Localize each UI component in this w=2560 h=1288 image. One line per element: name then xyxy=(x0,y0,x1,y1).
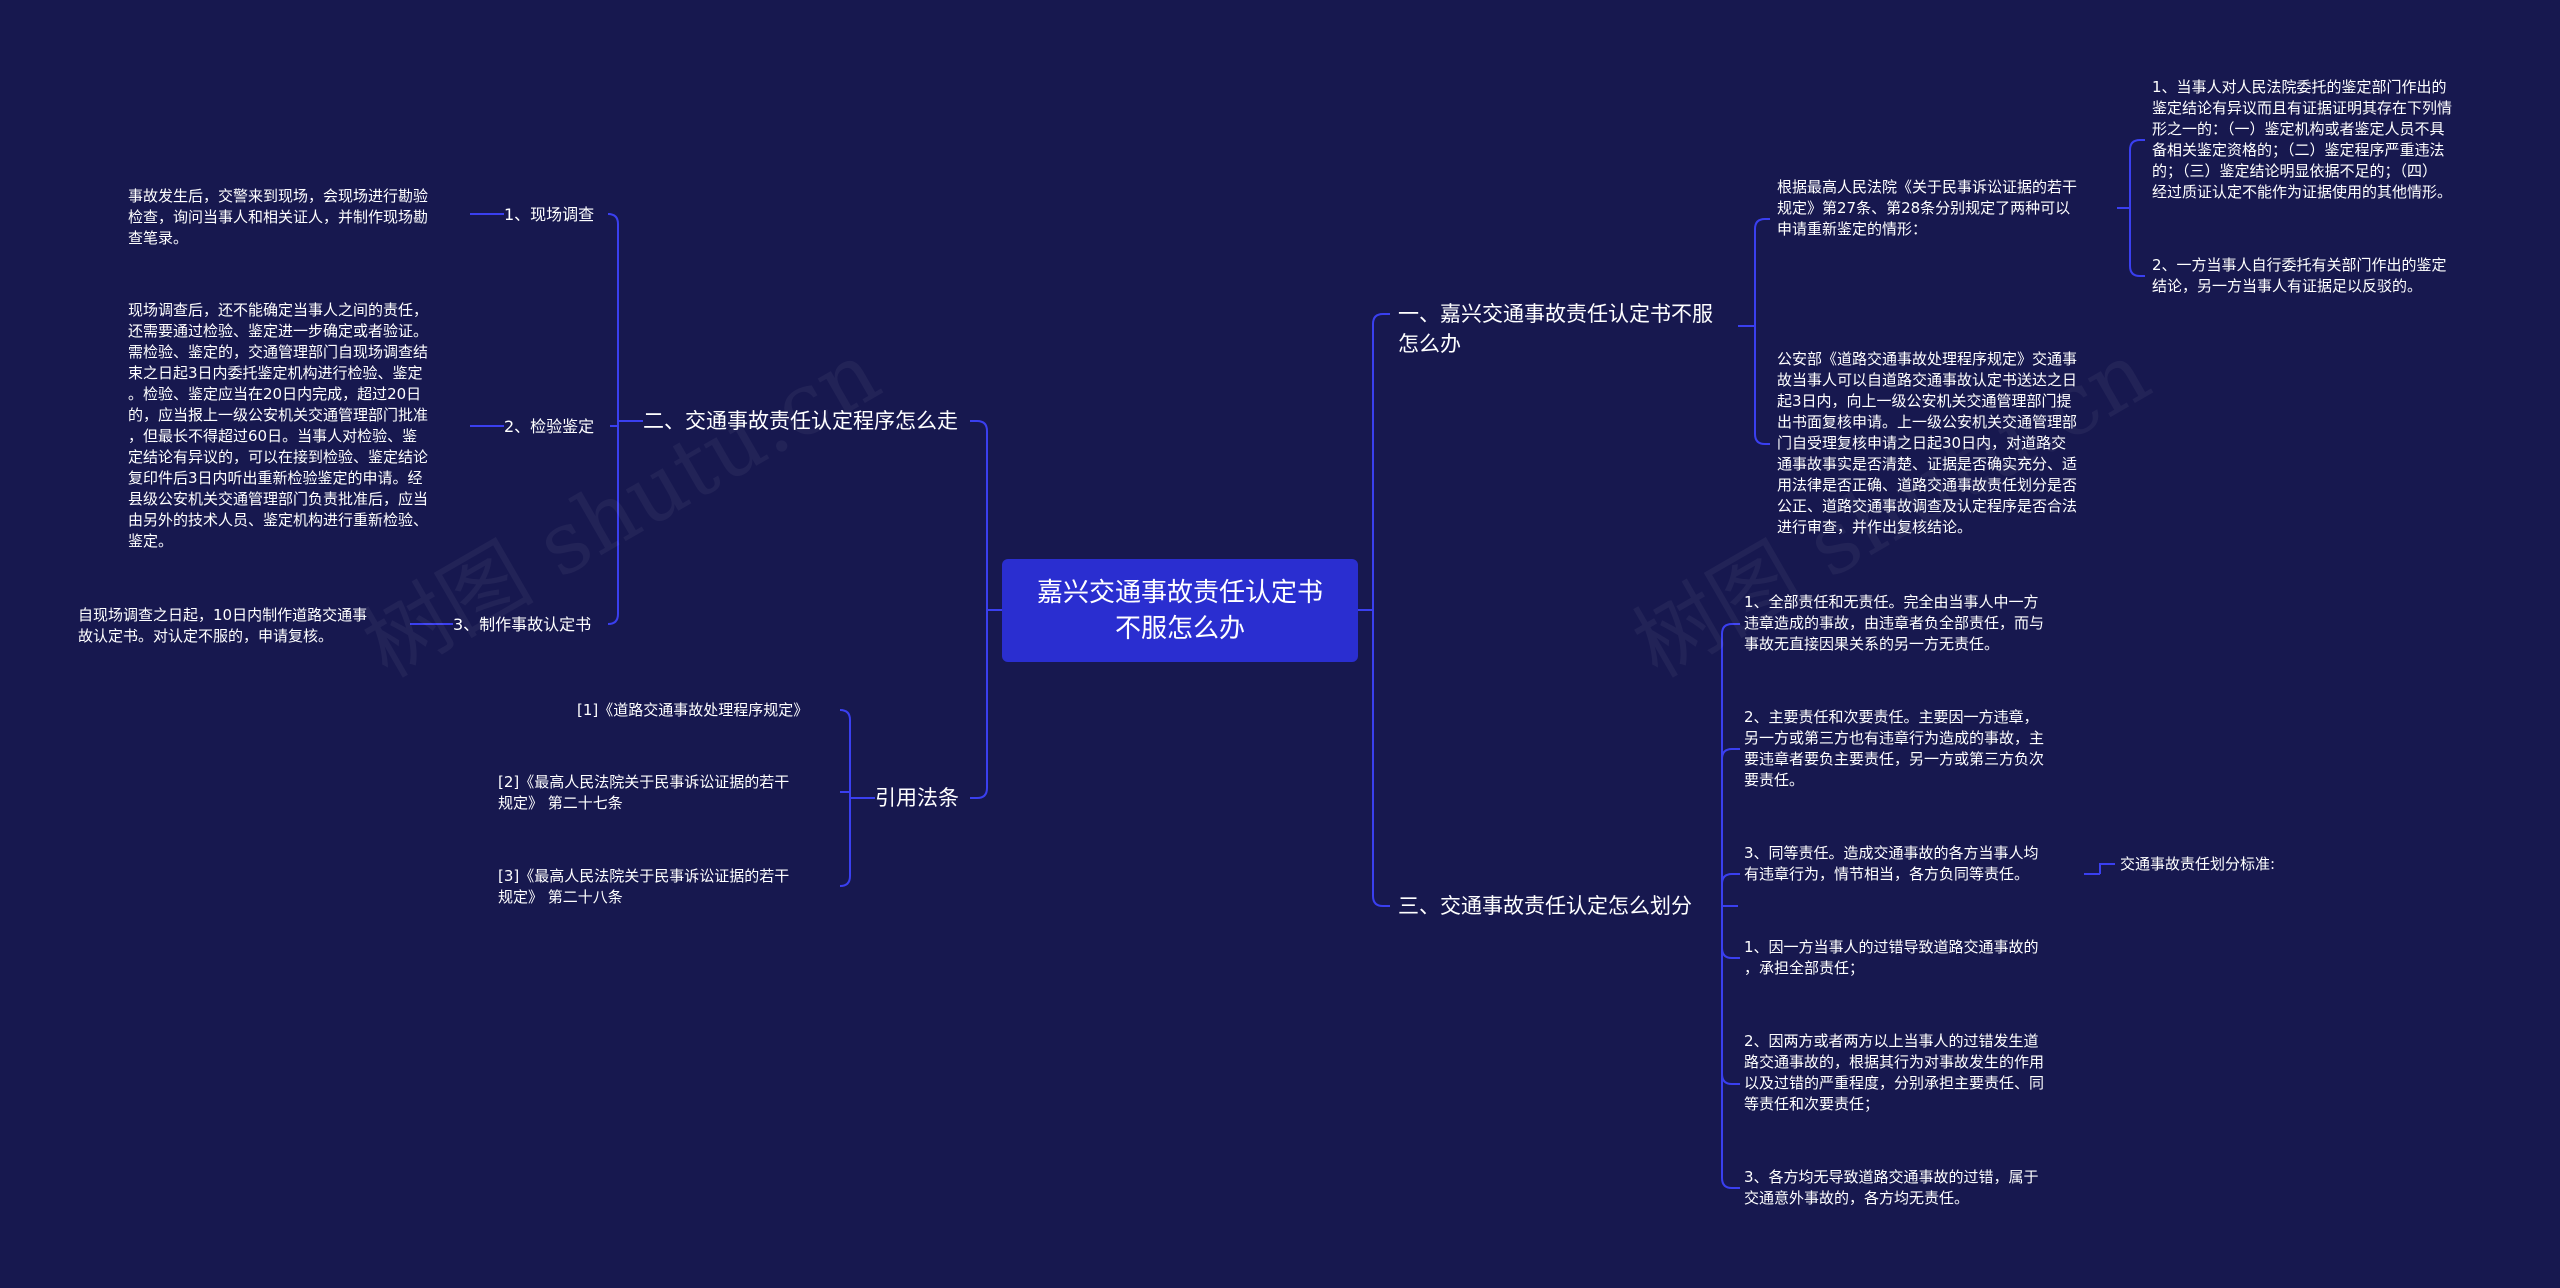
link-citations xyxy=(839,709,875,887)
subtopic-make-report[interactable]: 3、制作事故认定书 xyxy=(453,615,592,634)
subtopic-inspection[interactable]: 2、检验鉴定 xyxy=(504,417,595,436)
leaf-division-standard: 交通事故责任划分标准: xyxy=(2120,855,2276,873)
link-appeal xyxy=(1738,218,1770,445)
link-center-right xyxy=(1358,313,1390,907)
leaf-reappraisal-basis: 根据最高人民法院《关于民事诉讼证据的若干 规定》第27条、第28条分别规定了两种… xyxy=(1777,178,2078,238)
citation-2: [2]《最高人民法院关于民事诉讼证据的若干 规定》 第二十七条 xyxy=(498,773,790,812)
citation-3: [3]《最高人民法院关于民事诉讼证据的若干 规定》 第二十八条 xyxy=(498,867,790,906)
leaf-review-application: 公安部《道路交通事故处理程序规定》交通事 故当事人可以自道路交通事故认定书送达之… xyxy=(1777,350,2078,536)
citation-1: [1]《道路交通事故处理程序规定》 xyxy=(577,701,809,719)
link-reappraisal xyxy=(2117,139,2145,277)
leaf-division-2: 2、主要责任和次要责任。主要因一方违章， 另一方或第三方也有违章行为造成的事故，… xyxy=(1744,708,2045,789)
leaf-reappraisal-case-2: 2、一方当事人自行委托有关部门作出的鉴定 结论，另一方当事人有证据足以反驳的。 xyxy=(2152,256,2447,295)
leaf-division-6: 3、各方均无导致道路交通事故的过错，属于 交通意外事故的，各方均无责任。 xyxy=(1744,1168,2039,1207)
center-topic[interactable]: 嘉兴交通事故责任认定书 不服怎么办 xyxy=(1002,559,1358,662)
link-division xyxy=(1721,623,1740,1189)
leaf-site-investigation: 事故发生后，交警来到现场，会现场进行勘验 检查，询问当事人和相关证人，并制作现场… xyxy=(128,187,429,247)
topic-citations[interactable]: 引用法条 xyxy=(875,786,959,810)
leaf-division-4: 1、因一方当事人的过错导致道路交通事故的 ，承担全部责任； xyxy=(1744,938,2039,977)
leaf-make-report: 自现场调查之日起，10日内制作道路交通事 故认定书。对认定不服的，申请复核。 xyxy=(78,606,368,645)
link-center-left xyxy=(970,420,1002,799)
topic-division[interactable]: 三、交通事故责任认定怎么划分 xyxy=(1398,894,1692,918)
topic-procedure[interactable]: 二、交通事故责任认定程序怎么走 xyxy=(643,409,958,433)
leaf-division-5: 2、因两方或者两方以上当事人的过错发生道 路交通事故的，根据其行为对事故发生的作… xyxy=(1744,1032,2045,1113)
subtopic-site-investigation[interactable]: 1、现场调查 xyxy=(504,205,595,224)
link-standard xyxy=(2084,863,2115,875)
leaf-division-1: 1、全部责任和无责任。完全由当事人中一方 违章造成的事故，由违章者负全部责任，而… xyxy=(1744,593,2045,653)
leaf-inspection: 现场调查后，还不能确定当事人之间的责任， 还需要通过检验、鉴定进一步确定或者验证… xyxy=(128,301,429,550)
topic-appeal[interactable]: 一、嘉兴交通事故责任认定书不服 怎么办 xyxy=(1398,302,1713,356)
center-topic-label: 嘉兴交通事故责任认定书 不服怎么办 xyxy=(1036,577,1323,644)
leaf-division-3: 3、同等责任。造成交通事故的各方当事人均 有违章行为，情节相当，各方负同等责任。 xyxy=(1744,844,2039,883)
leaf-reappraisal-case-1: 1、当事人对人民法院委托的鉴定部门作出的 鉴定结论有异议而且有证据证明其存在下列… xyxy=(2152,78,2453,201)
link-procedure xyxy=(607,213,643,625)
